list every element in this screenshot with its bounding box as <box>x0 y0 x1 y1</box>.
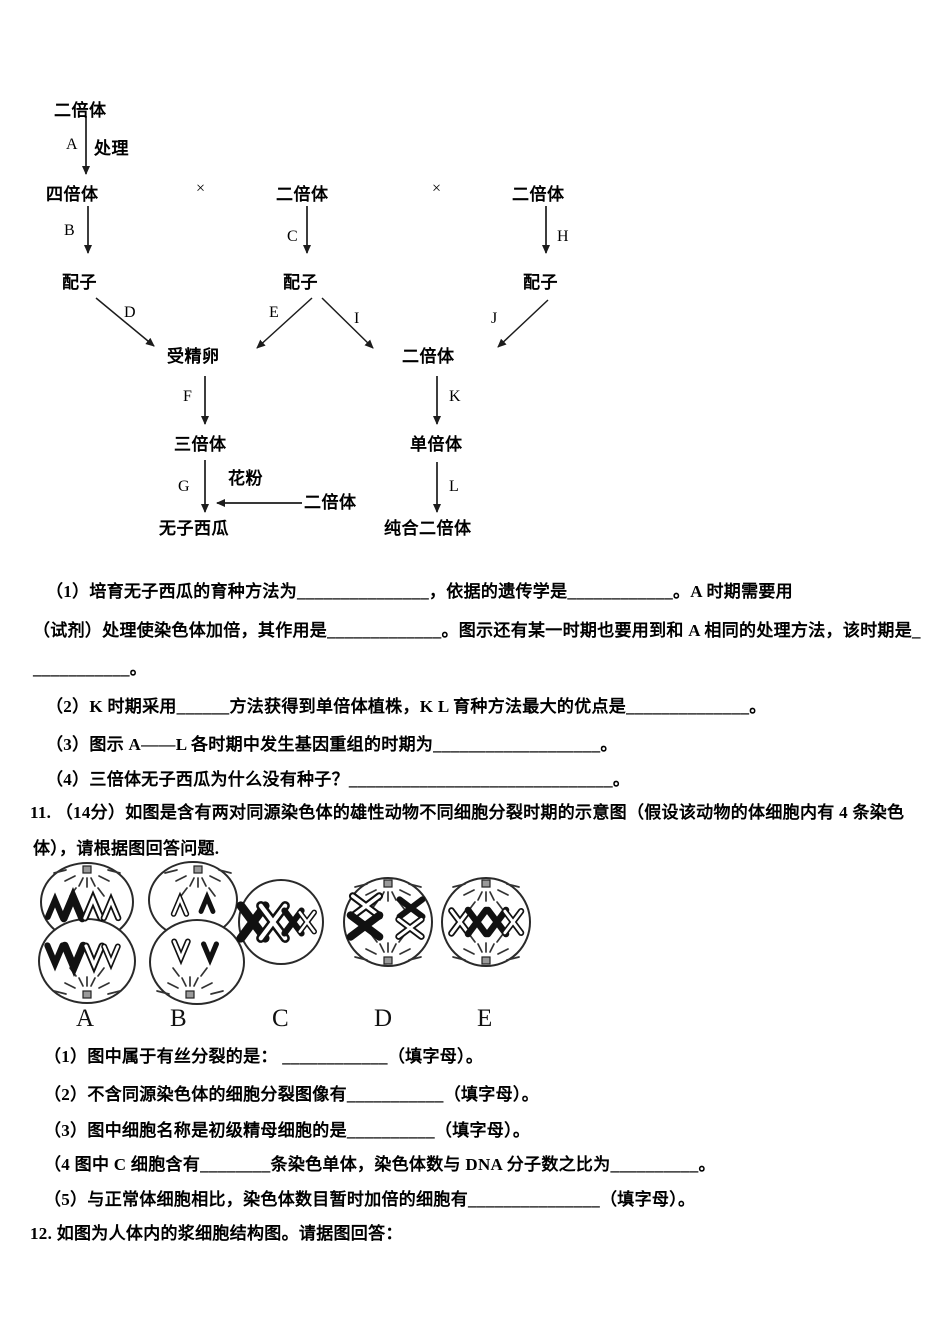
cell-label-c: C <box>272 1005 289 1032</box>
cell-d-meiosis1-metaphase <box>343 877 433 967</box>
node-gamete-right: 配子 <box>523 273 558 292</box>
node-diploid-right: 二倍体 <box>512 185 565 204</box>
cell-label-d: D <box>374 1005 392 1032</box>
cross-symbol-1: × <box>196 180 206 197</box>
q11-sub-2: （2）不含同源染色体的细胞分裂图像有___________（填字母）。 <box>44 1085 539 1104</box>
arrow-step-j <box>497 299 549 348</box>
step-label-e: E <box>269 304 279 321</box>
step-label-d: D <box>124 304 136 321</box>
cell-c-condensed-chromosomes <box>239 879 324 965</box>
arrow-step-d <box>95 297 155 347</box>
pollen-label: 花粉 <box>228 469 263 488</box>
step-label-a: A <box>66 136 78 153</box>
q11-sub-5: （5）与正常体细胞相比，染色体数目暂时加倍的细胞有_______________… <box>44 1190 696 1209</box>
cross-symbol-2: × <box>432 180 442 197</box>
step-label-g: G <box>178 478 190 495</box>
step-label-c: C <box>287 228 298 245</box>
q10-line-3: ___________。 <box>33 659 148 678</box>
node-gamete-mid: 配子 <box>283 273 318 292</box>
node-triploid: 三倍体 <box>174 435 227 454</box>
q11-intro-line-1: 11. （14分）如图是含有两对同源染色体的雄性动物不同细胞分裂时期的示意图（假… <box>30 803 905 822</box>
cell-label-a: A <box>76 1005 94 1032</box>
step-label-f: F <box>183 388 192 405</box>
node-tetraploid: 四倍体 <box>46 185 99 204</box>
node-haploid: 单倍体 <box>410 435 463 454</box>
q11-intro-line-2: 体），请根据图回答问题. <box>33 839 220 858</box>
step-label-b: B <box>64 222 75 239</box>
node-diploid-top: 二倍体 <box>54 101 107 120</box>
q10-line-2: （试剂）处理使染色体加倍，其作用是_____________。图示还有某一时期也… <box>33 621 921 640</box>
q10-sub-2: （2）K 时期采用______方法获得到单倍体植株，K L 育种方法最大的优点是… <box>46 697 767 716</box>
treatment-label: 处理 <box>94 139 129 158</box>
step-label-k: K <box>449 388 461 405</box>
step-label-l: L <box>449 478 459 495</box>
node-diploid-mid: 二倍体 <box>276 185 329 204</box>
q11-sub-3: （3）图中细胞名称是初级精母细胞的是__________（填字母）。 <box>44 1121 531 1140</box>
q11-sub-4: （4 图中 C 细胞含有________条染色单体，染色体数与 DNA 分子数之… <box>44 1155 716 1174</box>
step-label-i: I <box>354 310 360 327</box>
cell-a-mitosis-anaphase <box>38 862 136 1004</box>
q11-sub-1: （1）图中属于有丝分裂的是： ____________（填字母）。 <box>44 1047 484 1066</box>
node-pure-diploid: 纯合二倍体 <box>384 519 472 538</box>
q12-intro: 12. 如图为人体内的浆细胞结构图。请据图回答： <box>30 1224 403 1243</box>
cell-label-e: E <box>477 1005 492 1032</box>
cell-b-meiosis2-anaphase <box>148 861 245 1005</box>
q10-line-1: （1）培育无子西瓜的育种方法为_______________，依据的遗传学是__… <box>46 582 793 601</box>
breeding-flowchart: 二倍体 A 处理 四倍体 × 二倍体 × 二倍体 B C H 配子 配子 配子 … <box>40 90 660 560</box>
node-gamete-left: 配子 <box>62 273 97 292</box>
cell-e-mitosis-metaphase <box>441 877 531 967</box>
step-label-h: H <box>557 228 569 245</box>
arrow-step-e <box>256 297 313 349</box>
step-label-j: J <box>491 310 498 327</box>
cell-division-figure: A B C D E <box>35 858 545 1036</box>
q10-sub-4: （4）三倍体无子西瓜为什么没有种子？______________________… <box>46 770 631 789</box>
node-zygote: 受精卵 <box>167 347 220 366</box>
node-seedless-watermelon: 无子西瓜 <box>159 519 229 538</box>
node-diploid-pollen: 二倍体 <box>304 493 357 512</box>
cell-figure-svg: A B C D E <box>38 861 531 1032</box>
node-diploid-lower: 二倍体 <box>402 347 455 366</box>
cell-label-b: B <box>170 1005 187 1032</box>
arrow-step-i <box>321 297 374 349</box>
q10-sub-3: （3）图示 A——L 各时期中发生基因重组的时期为_______________… <box>46 735 618 754</box>
flowchart-arrows <box>82 116 550 513</box>
